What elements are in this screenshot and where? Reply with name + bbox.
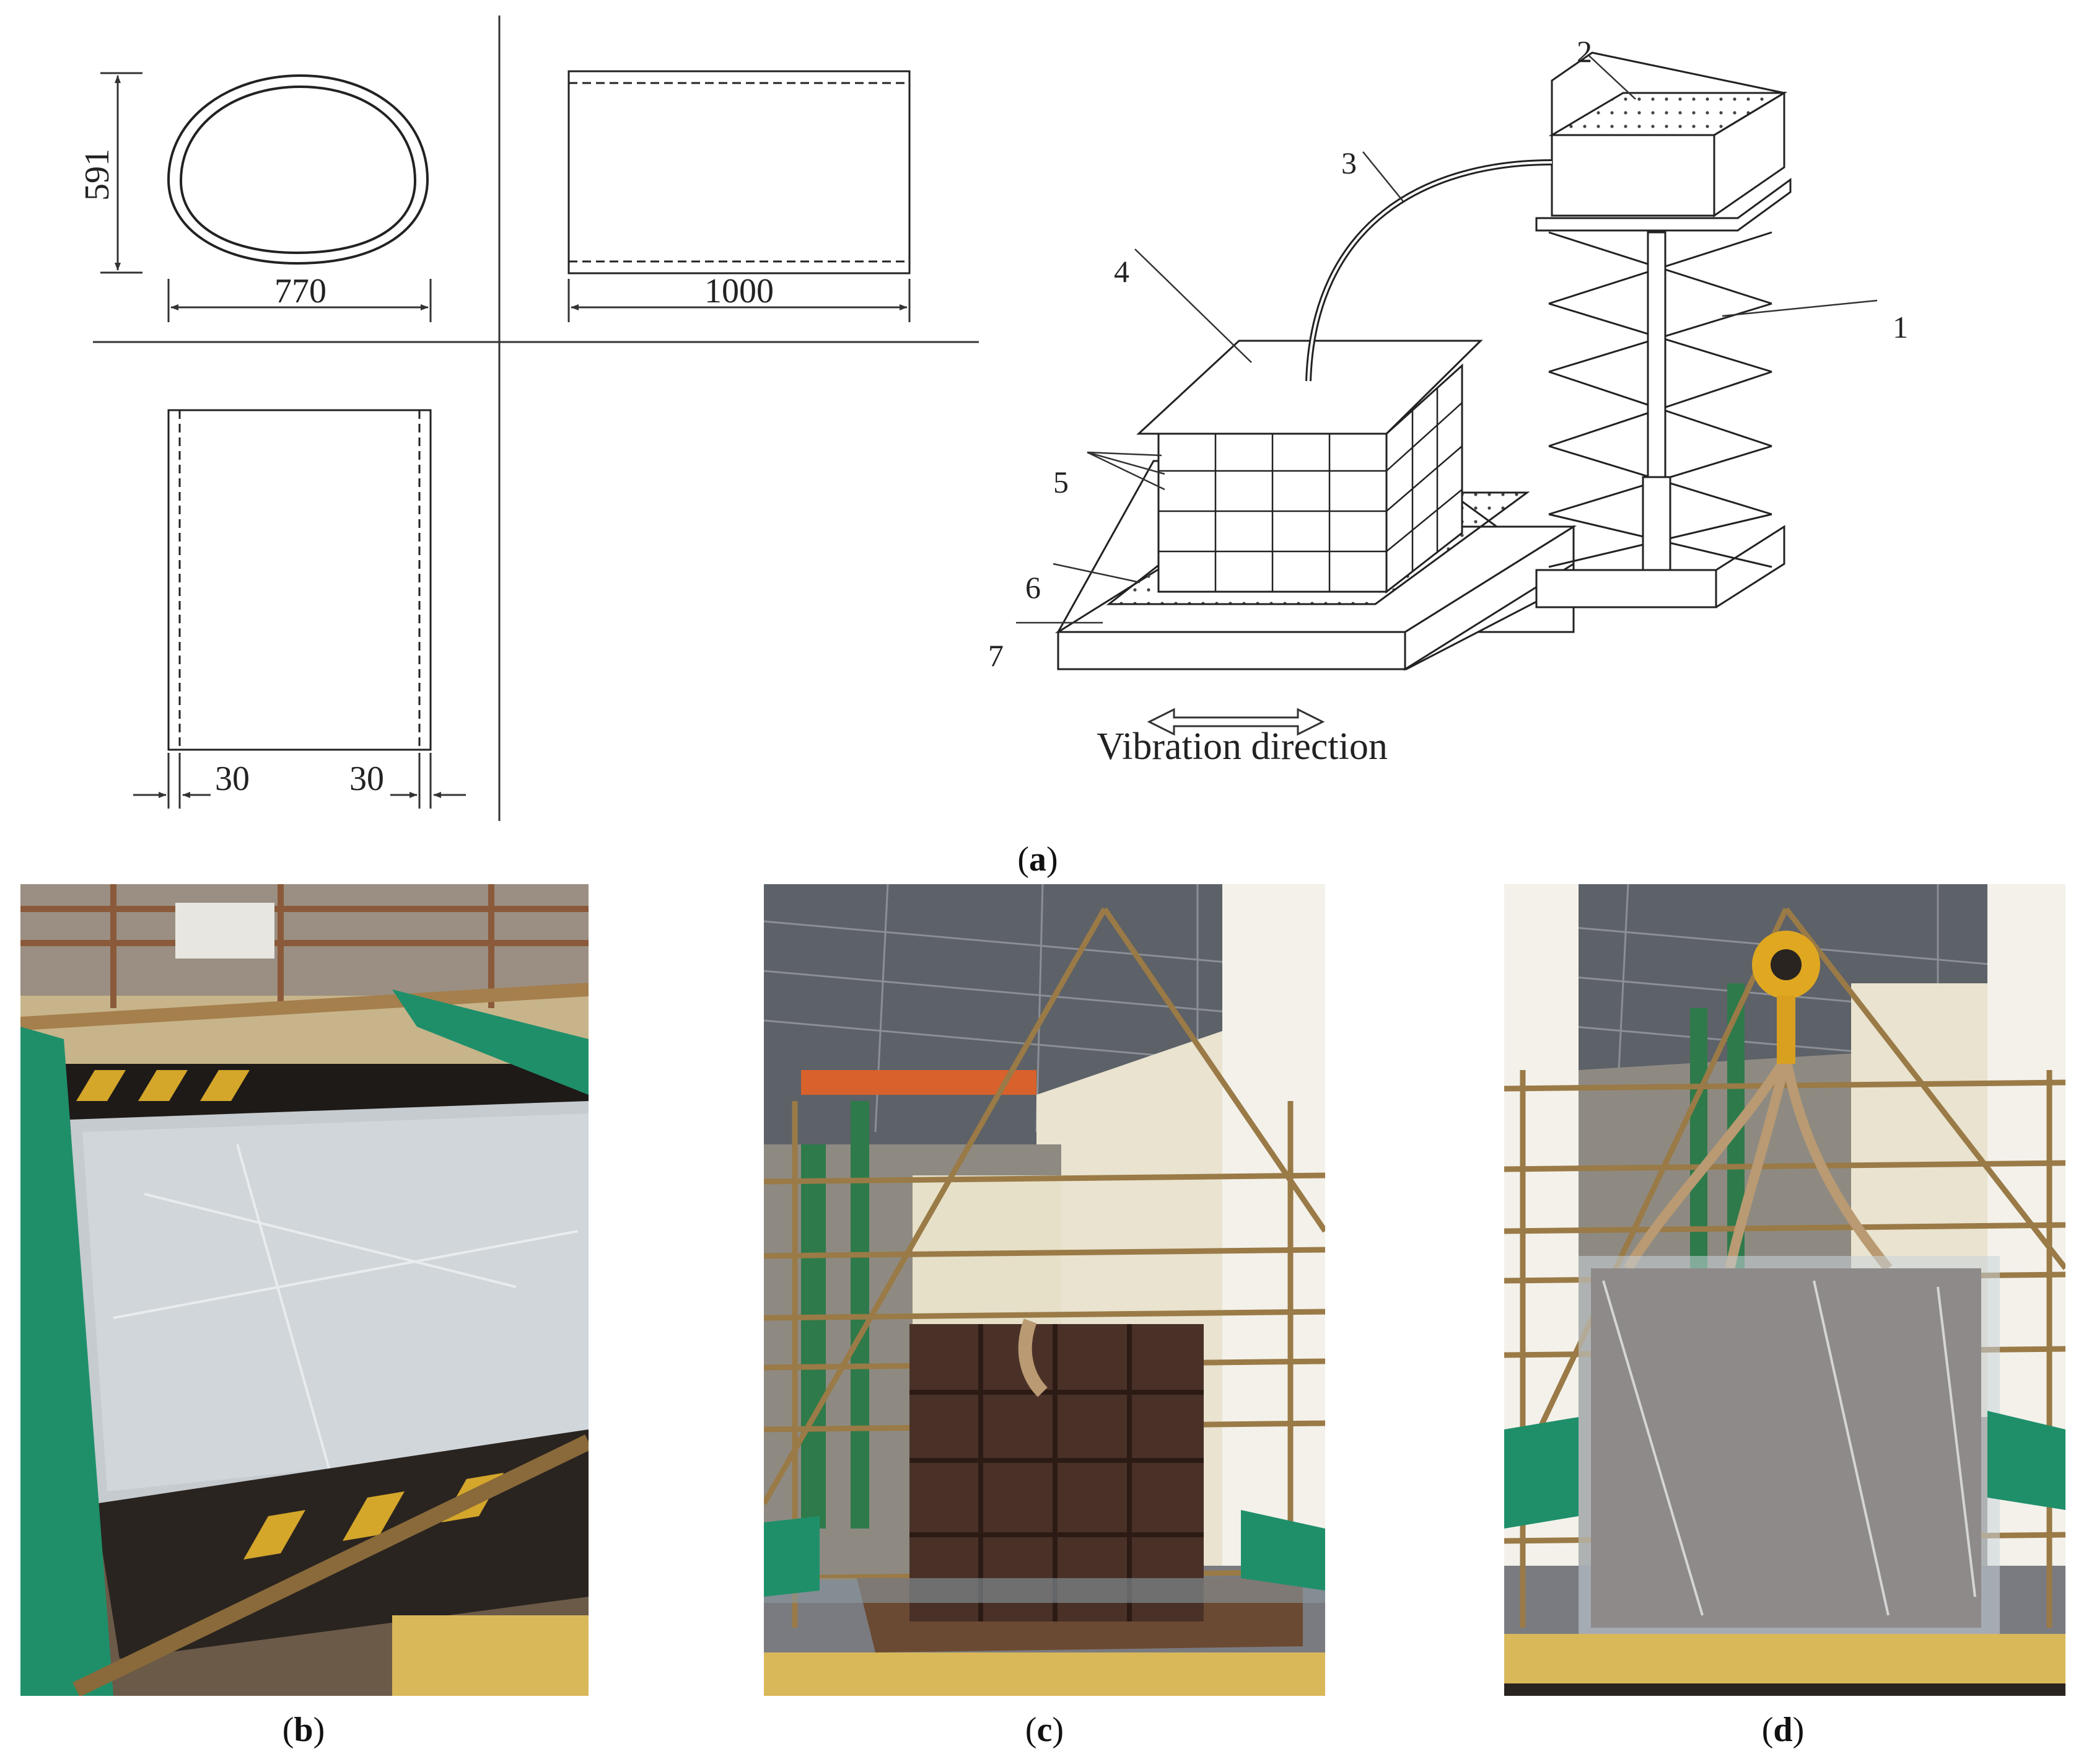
width-dimension — [167, 279, 432, 322]
left-offset-label: 30 — [215, 760, 250, 798]
caption-paren: ( — [1761, 1711, 1774, 1749]
photo-b — [20, 884, 589, 1696]
length-dimension — [567, 279, 911, 322]
right-offset-label: 30 — [349, 760, 384, 798]
label-7: 7 — [988, 638, 1004, 673]
caption-paren: ) — [1052, 1711, 1064, 1749]
leader-lines — [1016, 55, 1878, 624]
water-tank — [1548, 51, 1788, 217]
caption-letter: c — [1036, 1711, 1053, 1749]
soil-container — [1157, 363, 1463, 594]
caption-paren: ( — [1017, 840, 1029, 879]
caption-paren: ( — [1025, 1711, 1037, 1749]
photo-d — [1504, 884, 2065, 1696]
photo-b-illustration — [20, 884, 589, 1696]
tunnel-plan-view — [167, 409, 432, 751]
caption-paren: ) — [1792, 1711, 1805, 1749]
caption-paren: ( — [282, 1711, 294, 1749]
vibration-arrow — [1147, 708, 1325, 736]
caption-paren: ) — [1046, 840, 1058, 879]
tunnel-cross-section — [167, 74, 429, 265]
label-5: 5 — [1053, 465, 1069, 499]
cover-plate — [1136, 340, 1483, 435]
photo-c-illustration — [764, 884, 1325, 1696]
caption-c: (c) — [983, 1710, 1106, 1750]
lifting-platform — [1535, 178, 1792, 608]
photo-d-illustration — [1504, 884, 2065, 1696]
caption-letter: d — [1773, 1711, 1793, 1749]
caption-paren: ) — [313, 1711, 325, 1749]
label-6: 6 — [1025, 570, 1041, 605]
component-labels: 1 2 3 4 5 6 7 — [988, 34, 1908, 673]
width-label: 770 — [274, 272, 326, 310]
label-3: 3 — [1341, 146, 1357, 180]
vibration-label: Vibration direction — [1097, 726, 1388, 768]
caption-d: (d) — [1721, 1710, 1845, 1750]
height-dimension — [100, 72, 142, 274]
label-4: 4 — [1114, 254, 1129, 289]
label-1: 1 — [1893, 310, 1908, 344]
caption-b: (b) — [242, 1710, 366, 1750]
label-2: 2 — [1577, 34, 1592, 69]
caption-a: (a) — [976, 840, 1100, 879]
length-label: 1000 — [704, 272, 774, 310]
caption-letter: a — [1029, 840, 1046, 879]
scissor-lift — [1548, 231, 1772, 571]
offset-dimension — [133, 753, 466, 809]
height-label: 591 — [78, 149, 116, 201]
caption-letter: b — [294, 1711, 313, 1749]
photo-c — [764, 884, 1325, 1696]
panel-a-drawing: 591 770 1000 30 30 — [78, 15, 1908, 821]
tunnel-side-view — [567, 70, 911, 274]
